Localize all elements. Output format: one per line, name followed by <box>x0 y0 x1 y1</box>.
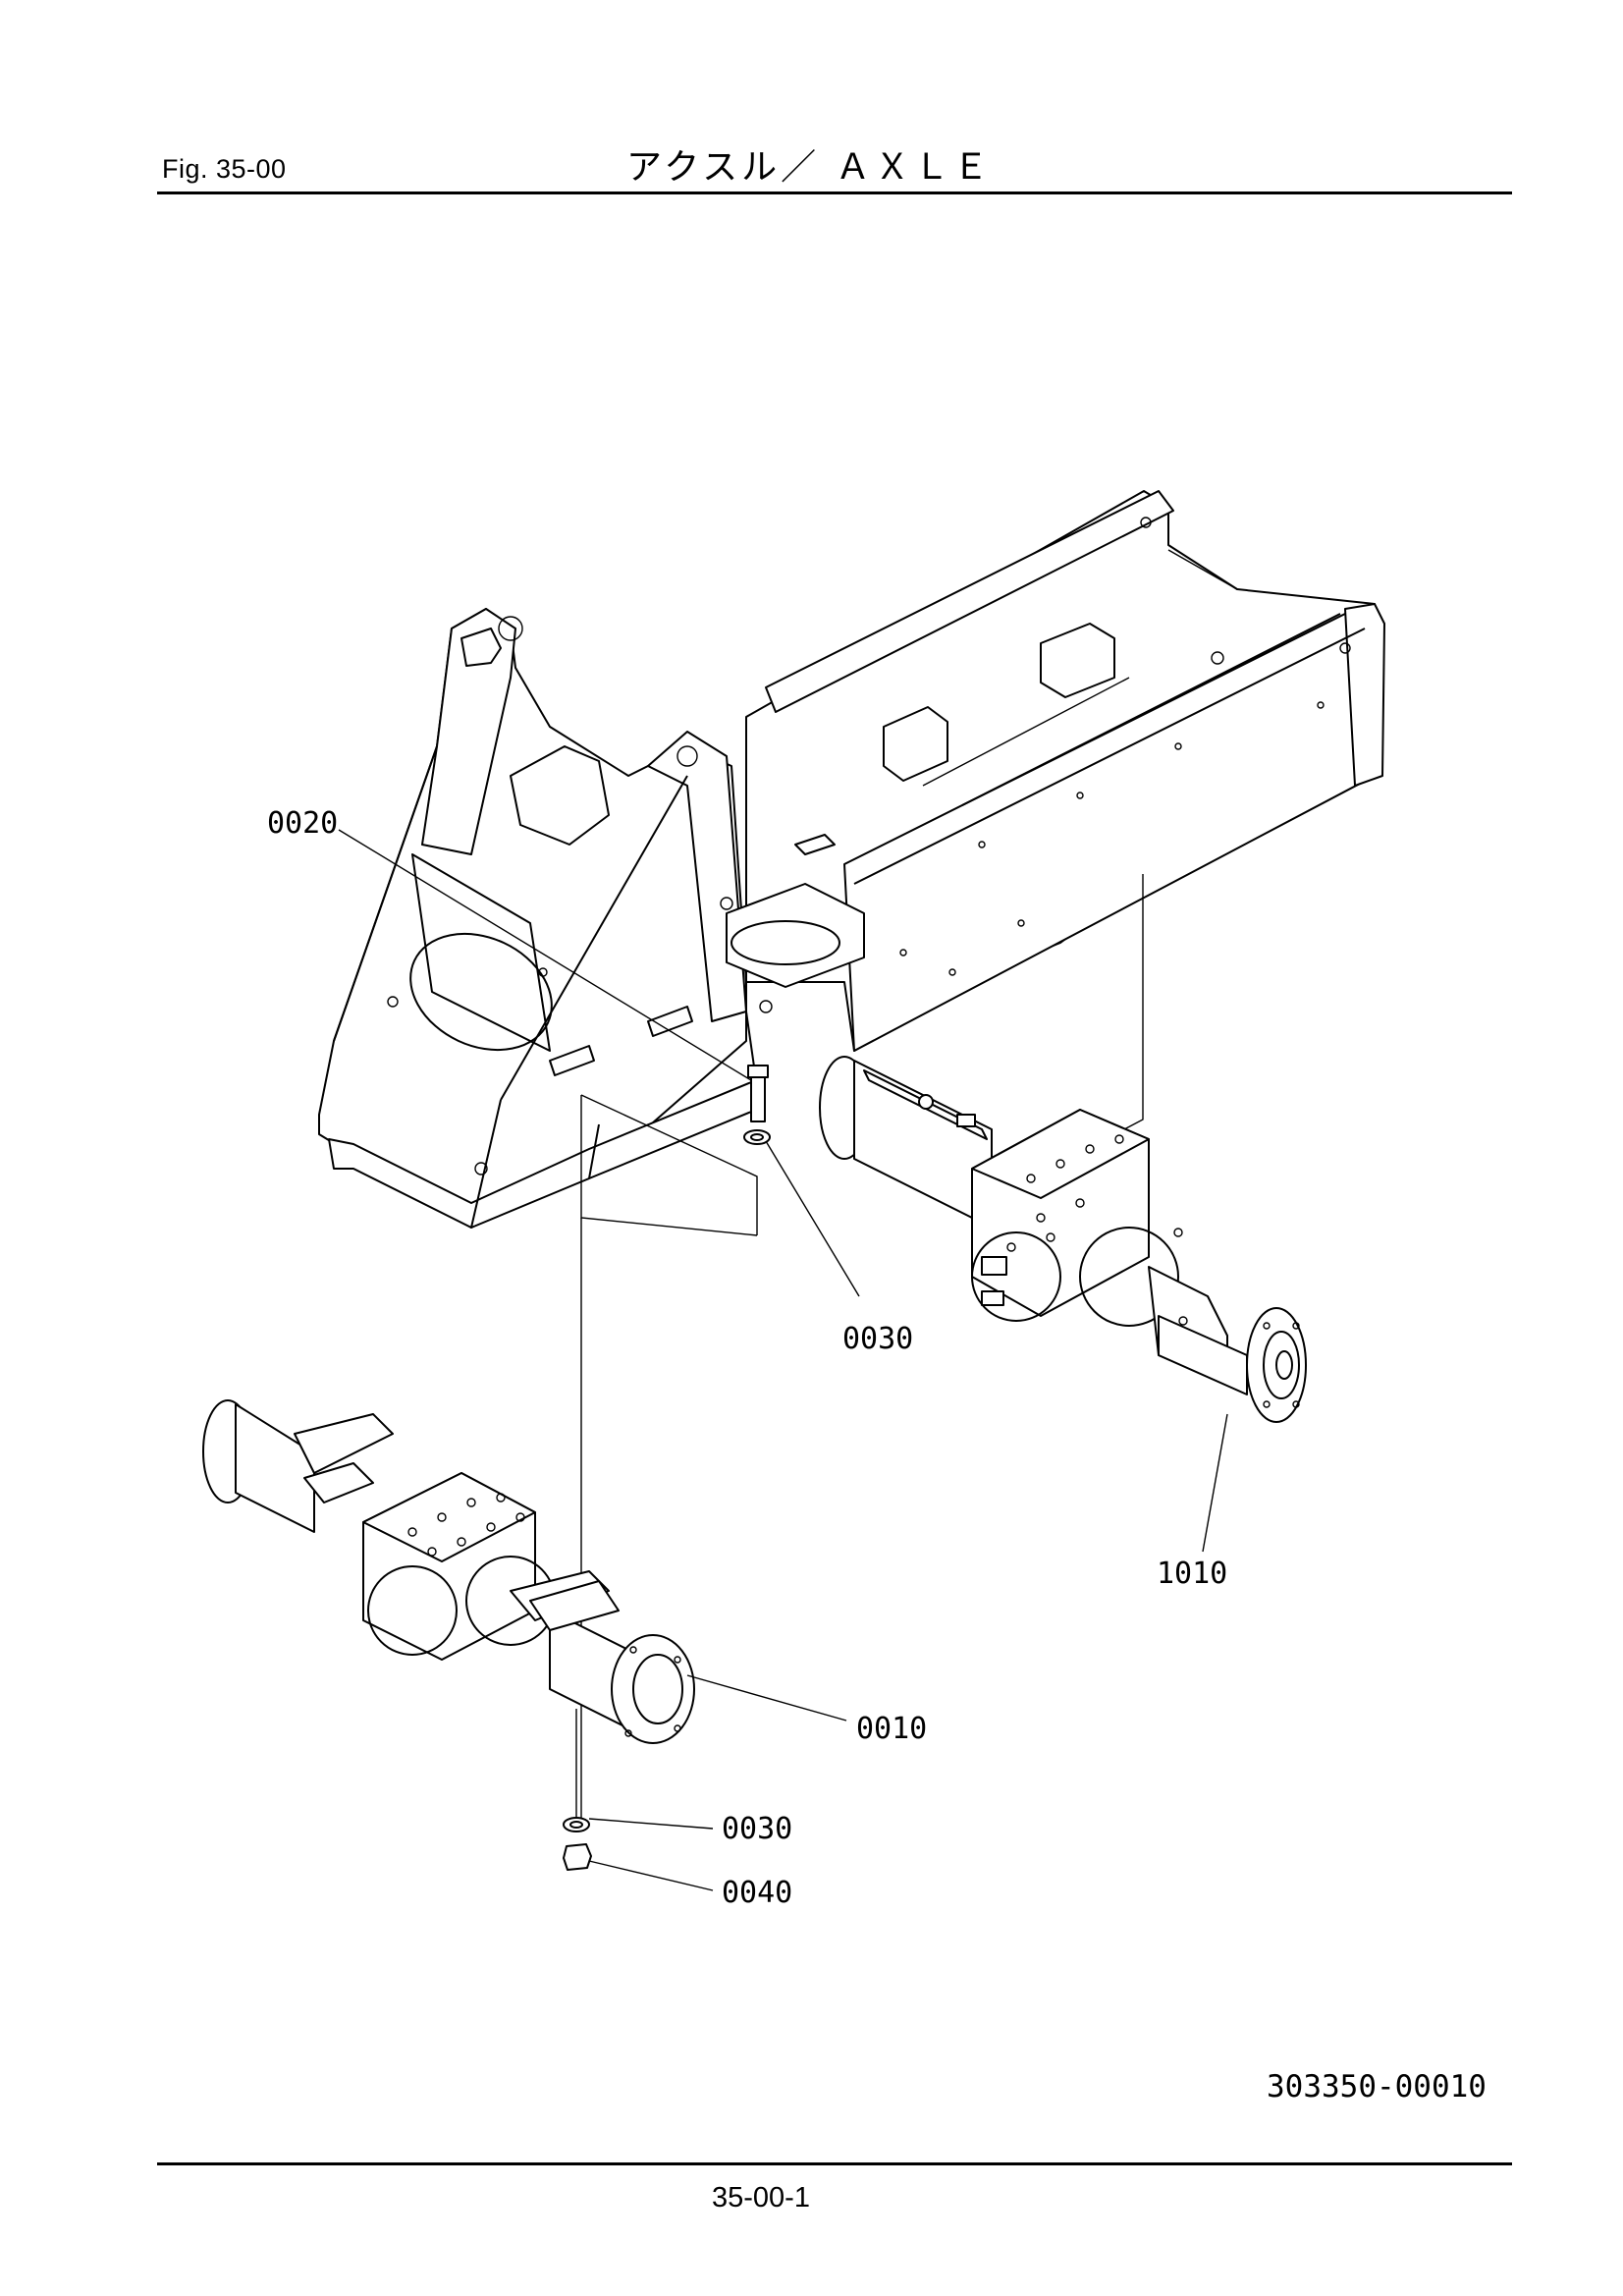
figure-label: Fig. 35-00 <box>162 154 287 184</box>
nut-0040 <box>563 1843 592 1871</box>
assembly-lines <box>575 874 1144 1827</box>
page-title: アクスル／ ＡＸＬＥ <box>626 147 993 188</box>
page-number: 35-00-1 <box>712 2182 810 2214</box>
drawing-number: 303350-00010 <box>1267 2069 1487 2105</box>
header-rule <box>157 191 1512 194</box>
footer-rule <box>157 2162 1512 2165</box>
callout-0030-lower: 0030 <box>722 1812 792 1846</box>
rear-axle-1010 <box>819 1056 1307 1423</box>
callout-0010: 0010 <box>856 1712 927 1746</box>
bolt-0020 <box>747 1065 769 1122</box>
front-axle-0010 <box>202 1399 695 1744</box>
callout-leaders <box>338 829 1228 1891</box>
rear-chassis-frame <box>745 490 1385 1052</box>
callout-1010: 1010 <box>1157 1557 1227 1591</box>
washer-0030-upper <box>743 1129 771 1145</box>
callout-0030-upper: 0030 <box>842 1322 913 1356</box>
front-chassis-frame <box>318 608 865 1229</box>
washer-0030-lower <box>563 1817 590 1832</box>
callout-0040: 0040 <box>722 1876 792 1910</box>
callout-0020: 0020 <box>267 806 338 841</box>
